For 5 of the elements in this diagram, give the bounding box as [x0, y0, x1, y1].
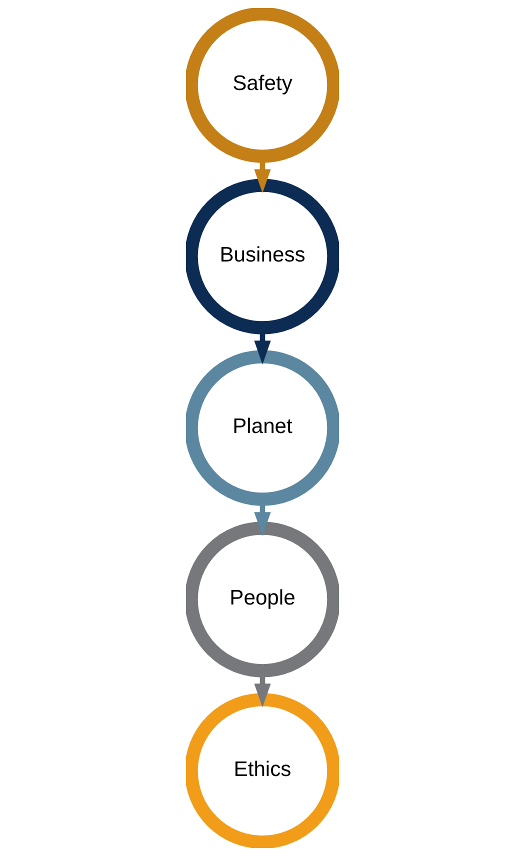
node-circle: People — [186, 522, 338, 678]
node-circle: Safety — [186, 8, 338, 163]
node-circle: Ethics — [186, 693, 338, 848]
node-circle: Business — [186, 178, 338, 334]
node-circle: Planet — [186, 350, 338, 506]
